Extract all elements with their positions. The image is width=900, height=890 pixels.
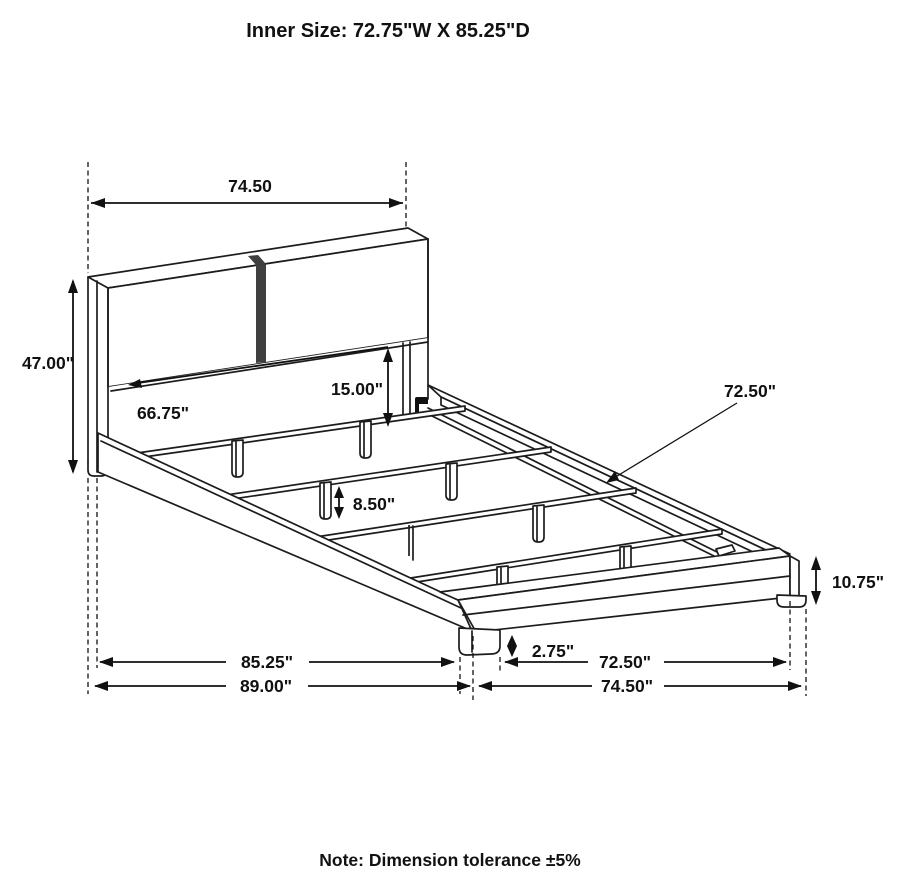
near-rail-face (97, 432, 473, 632)
dim-label-slat-leg-height: 8.50" (353, 494, 395, 514)
far-rail-top-face (427, 384, 791, 555)
dim-footboard-height: 10.75" (811, 556, 884, 605)
dim-label-headboard-to-frame: 15.00" (331, 379, 383, 399)
dim-label-headboard-height: 47.00" (22, 353, 74, 373)
footboard-split-line (462, 575, 791, 616)
dim-headboard-panel: 66.75" (128, 346, 389, 423)
dim-inner-width: 72.50" (504, 652, 787, 672)
dimensions: 74.50 47.00" 66.75" 15.00" 8.50" (22, 176, 884, 696)
dim-label-inner-width: 72.50" (599, 652, 651, 672)
dim-foot-leg-height: 2.75" (507, 635, 574, 661)
dim-label-inner-length: 85.25" (241, 652, 293, 672)
footboard (439, 547, 807, 656)
bed-frame (97, 384, 807, 656)
dim-overall-length: 89.00" (94, 676, 471, 696)
diagram-title: Inner Size: 72.75"W X 85.25"D (246, 20, 530, 42)
dim-label-foot-leg-height: 2.75" (532, 641, 574, 661)
dim-headboard-height: 47.00" (22, 279, 78, 474)
tolerance-note: Note: Dimension tolerance ±5% (319, 850, 581, 870)
dim-headboard-to-frame: 15.00" (331, 348, 393, 427)
slat-leg (319, 481, 332, 520)
dim-label-center-rail: 72.50" (724, 381, 776, 401)
center-rail (427, 407, 736, 560)
dim-headboard-width: 74.50 (91, 176, 403, 208)
slat-leg (408, 525, 414, 561)
dim-inner-length: 85.25" (99, 652, 455, 672)
slat-leg (359, 420, 372, 459)
headboard-panel-gap (256, 264, 266, 363)
headboard-panel-underline (110, 341, 429, 392)
dim-slat-leg-height: 8.50" (334, 486, 395, 519)
dim-label-overall-length: 89.00" (240, 676, 292, 696)
dim-label-headboard-width: 74.50 (228, 176, 272, 196)
headboard (87, 227, 429, 477)
headboard-panel-gap-top (248, 255, 266, 265)
slats (129, 405, 723, 586)
footboard-right-leg (776, 594, 807, 608)
slat-leg (231, 439, 244, 478)
dim-label-overall-width: 74.50" (601, 676, 653, 696)
headboard-lower-panel (108, 338, 428, 466)
near-rail-top-edge (100, 440, 462, 609)
slat-2 (218, 446, 552, 502)
dim-center-rail: 72.50" (606, 381, 776, 483)
footboard-near-leg (458, 627, 501, 656)
extension-lines (87, 162, 807, 700)
dim-label-headboard-panel: 66.75" (137, 403, 189, 423)
footboard-end-face (789, 555, 800, 600)
slat-leg (532, 504, 545, 543)
dim-label-footboard-height: 10.75" (832, 572, 884, 592)
dim-overall-width: 74.50" (478, 676, 802, 696)
center-rail-end-tab (715, 544, 736, 557)
rail-bracket-slot (419, 404, 428, 412)
slat-leg (445, 462, 458, 501)
